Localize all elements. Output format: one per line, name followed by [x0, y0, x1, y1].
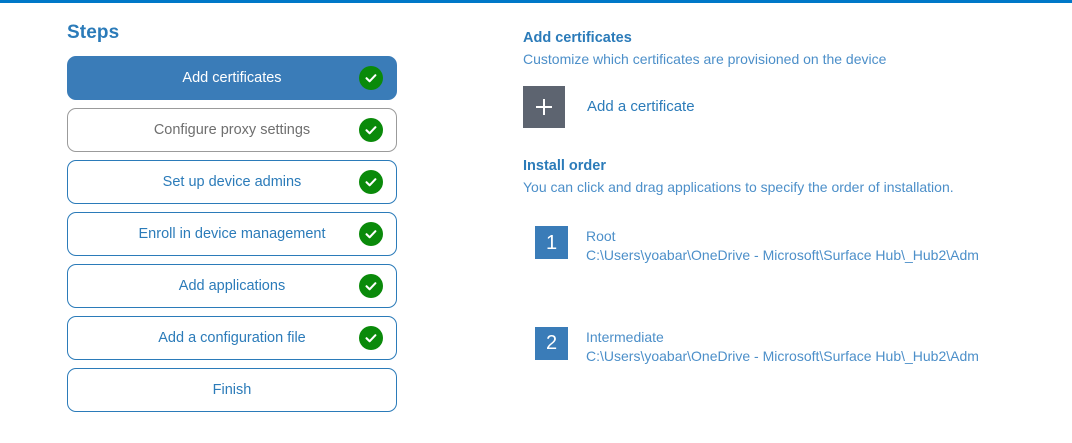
step-item-enroll-in-device-management[interactable]: Enroll in device management — [67, 212, 397, 256]
step-label: Enroll in device management — [138, 225, 326, 242]
page-title: Add certificates — [523, 30, 632, 46]
top-accent-bar — [0, 0, 1072, 3]
add-certificate-row: Add a certificate — [523, 85, 1043, 128]
add-a-certificate-link[interactable]: Add a certificate — [587, 98, 695, 115]
step-item-finish[interactable]: Finish — [67, 368, 397, 412]
step-item-add-applications[interactable]: Add applications — [67, 264, 397, 308]
step-label: Add applications — [178, 277, 286, 294]
order-item-text: Root C:\Users\yoabar\OneDrive - Microsof… — [586, 226, 979, 265]
page-subtitle: Customize which certificates are provisi… — [523, 51, 887, 67]
content-panel: Add certificates Customize which certifi… — [523, 30, 1043, 366]
install-order-list: 1 Root C:\Users\yoabar\OneDrive - Micros… — [523, 226, 1043, 366]
order-number-badge: 1 — [535, 226, 568, 259]
check-circle-icon — [359, 326, 383, 350]
check-circle-icon — [359, 118, 383, 142]
install-order-title: Install order — [523, 157, 606, 174]
steps-panel: Steps Add certificates Configure proxy s… — [67, 22, 397, 412]
step-item-configure-proxy-settings[interactable]: Configure proxy settings — [67, 108, 397, 152]
order-item-path: C:\Users\yoabar\OneDrive - Microsoft\Sur… — [586, 347, 979, 364]
check-circle-icon — [359, 170, 383, 194]
list-item[interactable]: 2 Intermediate C:\Users\yoabar\OneDrive … — [523, 326, 1043, 366]
step-label: Configure proxy settings — [153, 121, 311, 138]
step-label: Add certificates — [182, 69, 282, 86]
order-item-name: Root — [586, 228, 616, 244]
step-label: Add a configuration file — [158, 329, 306, 346]
list-item[interactable]: 1 Root C:\Users\yoabar\OneDrive - Micros… — [523, 226, 1043, 265]
order-item-text: Intermediate C:\Users\yoabar\OneDrive - … — [586, 327, 979, 366]
order-number-badge: 2 — [535, 326, 568, 360]
step-label: Set up device admins — [162, 173, 302, 190]
order-item-path: C:\Users\yoabar\OneDrive - Microsoft\Sur… — [586, 246, 979, 263]
check-circle-icon — [359, 66, 383, 90]
check-circle-icon — [359, 274, 383, 298]
install-order-description: You can click and drag applications to s… — [523, 178, 954, 195]
step-item-set-up-device-admins[interactable]: Set up device admins — [67, 160, 397, 204]
step-list: Add certificates Configure proxy setting… — [67, 56, 397, 412]
step-item-add-a-configuration-file[interactable]: Add a configuration file — [67, 316, 397, 360]
step-label: Finish — [212, 381, 252, 398]
order-item-name: Intermediate — [586, 328, 664, 345]
step-item-add-certificates[interactable]: Add certificates — [67, 56, 397, 100]
install-order-section: Install order You can click and drag app… — [523, 158, 1043, 366]
plus-icon[interactable] — [523, 85, 565, 128]
check-circle-icon — [359, 222, 383, 246]
steps-title: Steps — [67, 22, 120, 43]
